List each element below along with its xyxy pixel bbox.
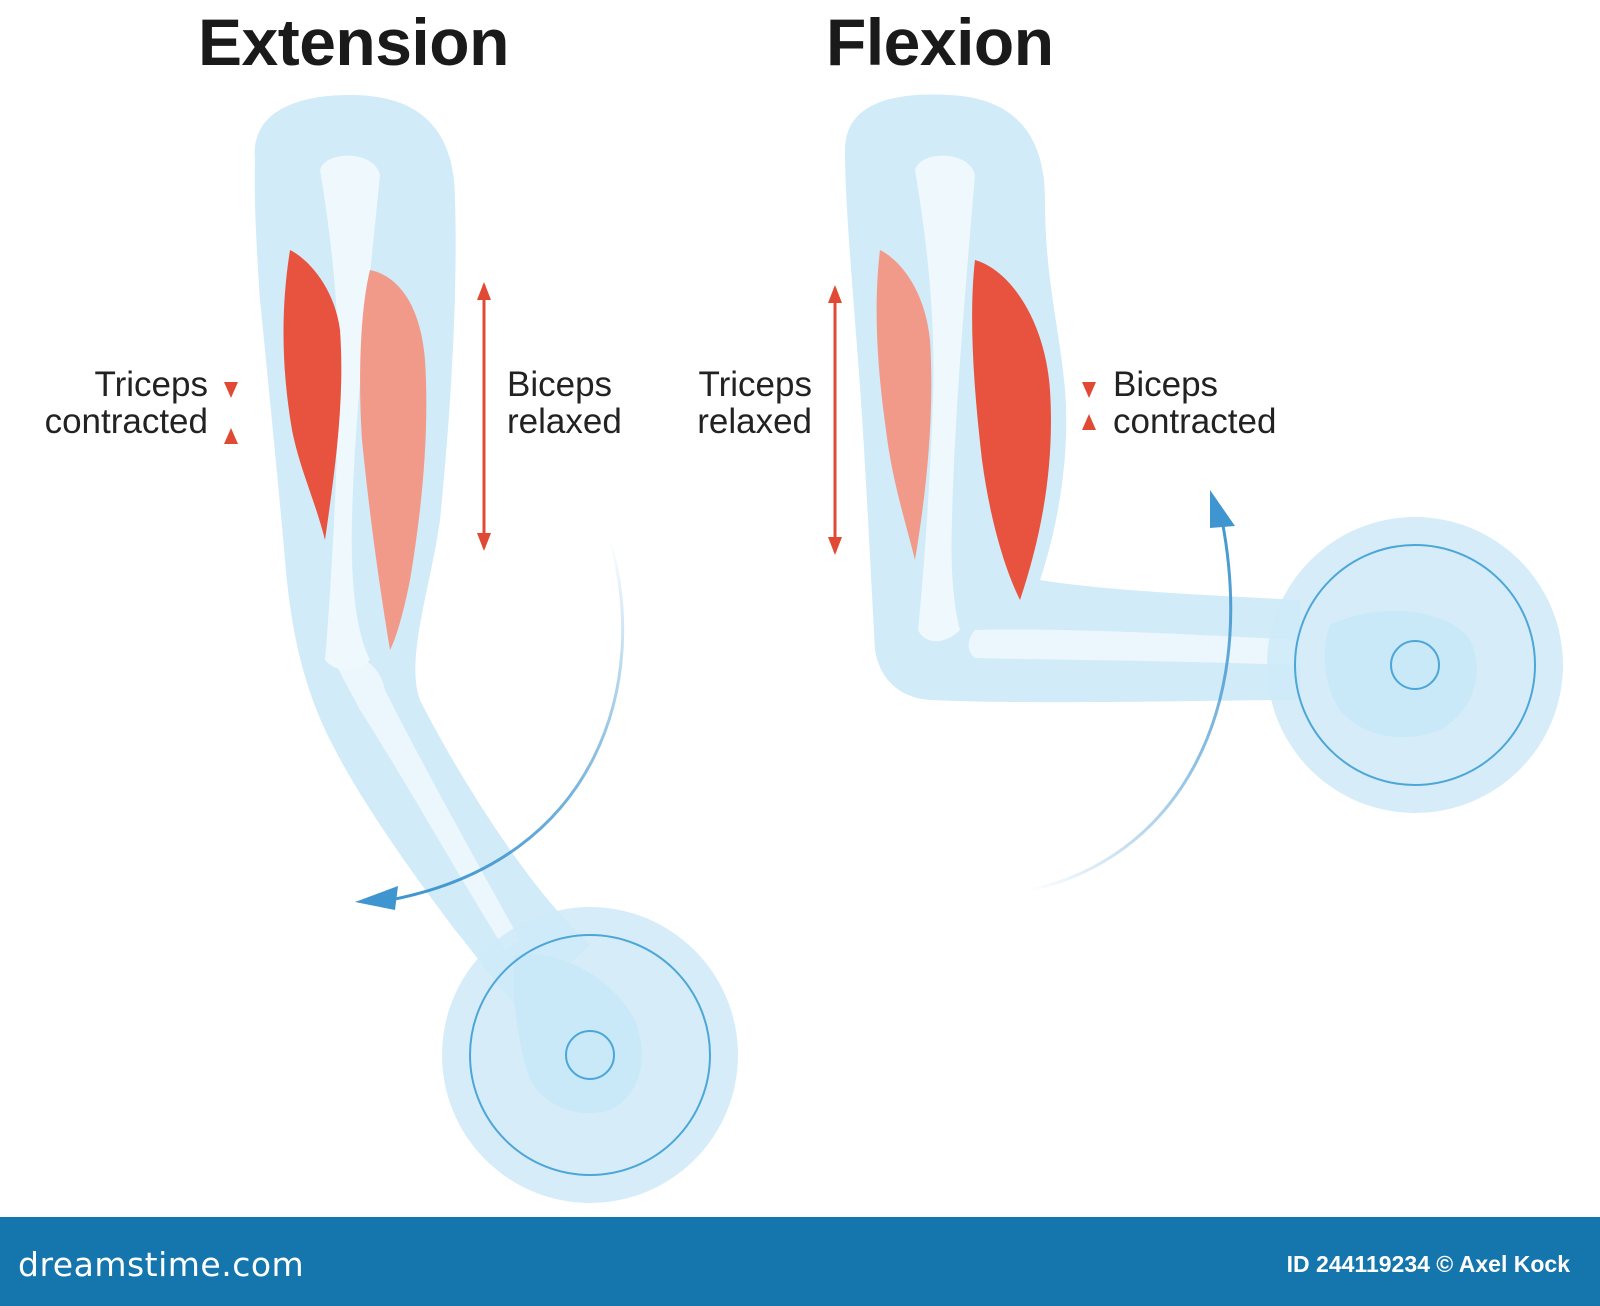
extension-biceps-head-up [477,282,491,300]
flexion-biceps-head-down [1082,382,1096,398]
flexion-title: Flexion [826,5,1054,79]
flexion-biceps-muscle [972,260,1051,600]
extension-biceps-label: Biceps relaxed [507,365,622,441]
extension-arm-skin [254,95,590,1010]
extension-humerus [320,155,380,671]
flexion-humerus [915,155,975,642]
flexion-weight-hub [1390,640,1440,690]
flexion-triceps-head-up [828,285,842,303]
extension-rotation-arrow [389,539,625,902]
extension-triceps-label: Triceps contracted [44,365,208,441]
extension-triceps-head-down [224,382,238,398]
flexion-weight-ring [1294,544,1536,786]
extension-triceps-head-up [224,428,238,444]
extension-arm [254,95,738,1203]
flexion-biceps-head-up [1082,414,1096,430]
footer-bar: dreamstime.com ID 244119234 © Axel Kock [0,1217,1600,1306]
flexion-triceps-head-down [828,537,842,555]
flexion-rotation-arrow [1029,519,1233,892]
brand-logo-text[interactable]: dreamstime.com [18,1245,305,1284]
extension-weight-ring [469,934,711,1176]
extension-weight-plate [442,907,738,1203]
extension-triceps-muscle [283,250,342,540]
flexion-weight-plate [1267,517,1563,813]
flexion-rotation-head [1210,490,1235,528]
extension-biceps-head-down [477,533,491,551]
flexion-triceps-muscle [876,250,932,560]
extension-rotation-head [355,886,398,910]
extension-title: Extension [198,5,509,79]
image-credit: ID 244119234 © Axel Kock [1286,1251,1570,1277]
flexion-forearm-bones [968,629,1300,665]
extension-biceps-muscle [360,270,427,650]
extension-weight-hub [565,1030,615,1080]
flexion-arrows [828,265,1235,892]
flexion-arm [845,94,1563,813]
extension-arrows [224,270,625,910]
extension-forearm-bones [335,656,520,950]
flexion-biceps-label: Biceps contracted [1113,365,1277,441]
flexion-triceps-label: Triceps relaxed [697,365,812,441]
